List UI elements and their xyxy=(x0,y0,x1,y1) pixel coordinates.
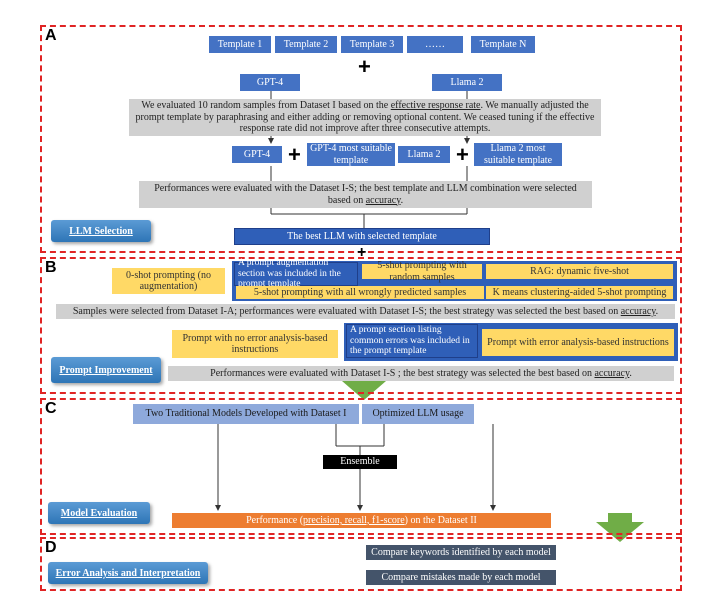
augmentation-section-box: A prompt augmentation section was includ… xyxy=(234,258,358,289)
performance-dataset2-emphasis: precision, recall, f1-score xyxy=(303,514,405,526)
panel-d xyxy=(40,537,682,591)
optimized-llm-box: Optimized LLM usage xyxy=(362,404,474,424)
five-shot-random-box: 5-shot prompting with random samples xyxy=(362,260,482,283)
ensemble-box: Ensemble xyxy=(323,455,397,469)
llm-performance-emphasis: accuracy xyxy=(365,194,401,206)
llm-performance-text: Performances were evaluated with the Dat… xyxy=(154,183,577,206)
compare-mistakes-box: Compare mistakes made by each model xyxy=(366,570,556,585)
panel-c xyxy=(40,398,682,535)
gpt4-model-box: GPT-4 xyxy=(240,74,300,91)
gpt4-box: GPT-4 xyxy=(232,146,282,163)
error-section-box: A prompt section listing common errors w… xyxy=(346,324,478,358)
template-tuning-text-end: . We manually adjusted the prompt templa… xyxy=(135,100,595,135)
performance-dataset2-box: Performance (precision, recall, f1-score… xyxy=(172,513,551,528)
panel-label-d: D xyxy=(45,539,57,556)
traditional-models-box: Two Traditional Models Developed with Da… xyxy=(133,404,359,424)
template-tuning-text: We evaluated 10 random samples from Data… xyxy=(141,100,391,112)
llm-selection-button[interactable]: LLM Selection xyxy=(51,220,151,242)
best-llm-result-box: The best LLM with selected template xyxy=(234,228,490,245)
no-error-instructions-box: Prompt with no error analysis-based inst… xyxy=(172,330,338,358)
template-2-box: Template 2 xyxy=(275,36,337,53)
green-down-arrow-stem xyxy=(608,513,632,523)
model-evaluation-button[interactable]: Model Evaluation xyxy=(48,502,150,524)
panel-b xyxy=(40,257,682,394)
plus-icon: + xyxy=(358,54,371,79)
panel-label-b: B xyxy=(45,259,57,276)
prompt-sample-text-end: . xyxy=(655,305,659,317)
error-analysis-button[interactable]: Error Analysis and Interpretation xyxy=(48,562,208,584)
prompt-performance-text: Performances were evaluated with Dataset… xyxy=(210,367,595,379)
plus-icon: + xyxy=(456,142,469,167)
llama2-template-box: Llama 2 most suitable template xyxy=(474,143,562,166)
template-ellipsis-box: …… xyxy=(407,36,463,53)
prompt-sample-description: Samples were selected from Dataset I-A; … xyxy=(56,304,675,319)
performance-dataset2-text: Performance ( xyxy=(246,514,304,526)
panel-label-c: C xyxy=(45,400,57,417)
prompt-sample-emphasis: accuracy xyxy=(620,305,656,317)
llm-performance-text-end: . xyxy=(400,194,404,206)
prompt-performance-text-end: . xyxy=(629,367,632,379)
template-3-box: Template 3 xyxy=(341,36,403,53)
llama2-model-box: Llama 2 xyxy=(432,74,502,91)
llm-performance-description: Performances were evaluated with the Dat… xyxy=(139,181,592,208)
rag-five-shot-box: RAG: dynamic five-shot xyxy=(486,264,673,279)
prompt-performance-emphasis: accuracy xyxy=(594,367,630,379)
zero-shot-box: 0-shot prompting (no augmentation) xyxy=(112,268,225,294)
prompt-sample-text: Samples were selected from Dataset I-A; … xyxy=(72,305,621,317)
green-down-arrow xyxy=(596,522,644,542)
plus-icon: + xyxy=(288,142,301,167)
panel-a xyxy=(40,25,682,253)
green-down-arrow xyxy=(342,381,386,400)
error-instructions-box: Prompt with error analysis-based instruc… xyxy=(482,329,674,356)
kmeans-five-shot-box: K means clustering-aided 5-shot promptin… xyxy=(486,286,673,299)
template-tuning-description: We evaluated 10 random samples from Data… xyxy=(129,99,601,136)
gpt4-template-box: GPT-4 most suitable template xyxy=(307,143,395,166)
plus-icon: + xyxy=(357,244,367,261)
compare-keywords-box: Compare keywords identified by each mode… xyxy=(366,545,556,560)
prompt-performance-description: Performances were evaluated with Dataset… xyxy=(168,366,674,381)
performance-dataset2-text-end: ) on the Dataset II xyxy=(404,514,477,526)
template-n-box: Template N xyxy=(471,36,535,53)
template-1-box: Template 1 xyxy=(209,36,271,53)
panel-label-a: A xyxy=(45,27,57,44)
template-tuning-emphasis: effective response rate xyxy=(390,100,481,112)
prompt-improvement-button[interactable]: Prompt Improvement xyxy=(51,357,161,383)
five-shot-wrong-box: 5-shot prompting with all wrongly predic… xyxy=(236,286,484,299)
llama2-box: Llama 2 xyxy=(398,146,450,163)
